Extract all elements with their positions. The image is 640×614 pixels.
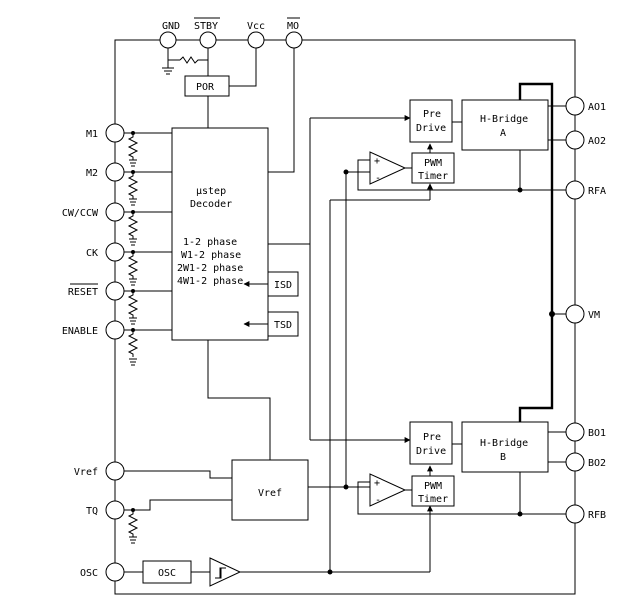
predrive-b-label-1: Pre: [423, 432, 441, 443]
ao1-pin: [565, 96, 585, 116]
reset-pin: [105, 281, 125, 301]
osc-block-label: OSC: [158, 568, 176, 579]
rfb-pin: [565, 504, 585, 524]
cw-ccw-label: CW/CCW: [62, 208, 99, 219]
gnd-pin-label: GND: [162, 21, 180, 32]
decoder-label-1: μstep: [196, 186, 226, 197]
gnd-pin: [159, 31, 177, 49]
predrive-b-block: [409, 421, 453, 465]
por-block: [184, 75, 230, 97]
isd-block: [267, 271, 299, 297]
phase-label-4: 4W1-2 phase: [177, 276, 243, 287]
comp-b-minus: -: [375, 495, 381, 506]
hbridge-b-label-1: H-Bridge: [480, 438, 528, 449]
isd-label: ISD: [274, 280, 292, 291]
pwm-b-label-1: PWM: [424, 481, 442, 492]
comp-a-plus: +: [374, 156, 380, 167]
stby-pin-label: STBY: [194, 21, 218, 32]
hbridge-b-label-2: B: [500, 452, 506, 463]
pwm-a-label-1: PWM: [424, 158, 442, 169]
ao2-pin: [565, 130, 585, 150]
bo2-label: BO2: [588, 458, 606, 469]
tq-pin: [105, 500, 125, 520]
phase-label-1: 1-2 phase: [183, 237, 237, 248]
por-label: POR: [196, 82, 215, 93]
rfb-label: RFB: [588, 510, 606, 521]
hbridge-a-label-1: H-Bridge: [480, 114, 528, 125]
vcc-pin: [247, 31, 265, 49]
osc-pin-label: OSC: [80, 568, 98, 579]
ck-label: CK: [86, 248, 98, 259]
left-input-pins: M1 M2 CW/CCW CK RESET ENABLE: [62, 123, 172, 366]
stby-pin: [199, 31, 217, 49]
comp-b-plus: +: [374, 478, 380, 489]
cw-ccw-pin: [105, 202, 125, 222]
bo1-label: BO1: [588, 428, 606, 439]
pwm-timer-a-block: [411, 152, 455, 184]
top-pins: GND STBY Vcc MO: [159, 17, 303, 173]
bo2-pin: [565, 452, 585, 472]
bo1-pin: [565, 422, 585, 442]
m1-label: M1: [86, 129, 98, 140]
phase-label-2: W1-2 phase: [181, 250, 241, 261]
decoder-label-2: Decoder: [190, 199, 232, 210]
vref-pin-label: Vref: [74, 467, 98, 478]
m1-pin: [105, 123, 125, 143]
vm-pin: [565, 304, 585, 324]
hbridge-b-block: [461, 421, 549, 473]
m2-pin: [105, 162, 125, 182]
pwm-b-label-2: Timer: [418, 494, 448, 505]
m2-label: M2: [86, 168, 98, 179]
vref-pin: [105, 461, 125, 481]
tq-pin-label: TQ: [86, 506, 98, 517]
phase-label-3: 2W1-2 phase: [177, 263, 243, 274]
tsd-label: TSD: [274, 320, 292, 331]
comparator-a: [369, 151, 407, 185]
ao1-label: AO1: [588, 102, 606, 113]
predrive-b-label-2: Drive: [416, 446, 446, 457]
pwm-timer-b-block: [411, 475, 455, 507]
reset-label: RESET: [68, 287, 98, 298]
rfa-pin: [565, 180, 585, 200]
hbridge-a-block: [461, 99, 549, 151]
rfa-label: RFA: [588, 186, 606, 197]
vm-power-rail: [518, 82, 554, 422]
comparator-b: [369, 473, 407, 507]
mo-pin: [285, 31, 303, 49]
enable-pin: [105, 320, 125, 340]
ck-pin: [105, 242, 125, 262]
ao2-label: AO2: [588, 136, 606, 147]
predrive-a-block: [409, 99, 453, 143]
comp-a-minus: -: [375, 173, 381, 184]
vref-block-label: Vref: [258, 488, 282, 499]
ustep-decoder-block: [171, 127, 269, 341]
schmitt-buffer: [209, 557, 242, 587]
predrive-a-label-1: Pre: [423, 109, 441, 120]
vref-block: [231, 459, 309, 521]
mo-pin-label: MO: [287, 21, 299, 32]
osc-pin: [105, 562, 125, 582]
predrive-a-label-2: Drive: [416, 123, 446, 134]
pwm-a-label-2: Timer: [418, 171, 448, 182]
enable-label: ENABLE: [62, 326, 98, 337]
vcc-pin-label: Vcc: [247, 21, 265, 32]
hbridge-a-label-2: A: [500, 128, 506, 139]
vm-label: VM: [588, 310, 600, 321]
